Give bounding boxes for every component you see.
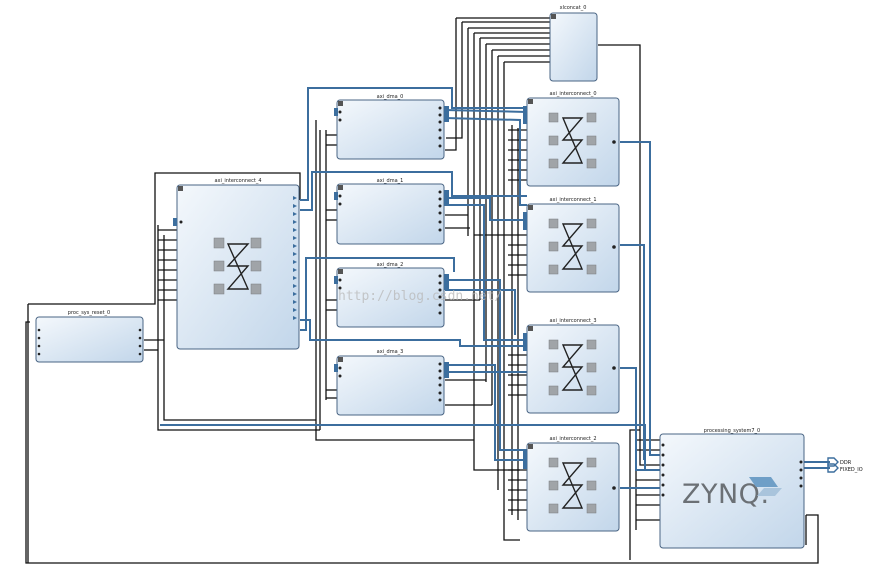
block-axi_dma_0[interactable]: axi_dma_0 (336, 94, 445, 160)
block-label: axi_dma_2 (377, 262, 404, 268)
block-label: proc_sys_reset_0 (68, 310, 110, 316)
block-label: axi_dma_3 (377, 349, 404, 355)
block-label: axi_dma_1 (377, 178, 404, 184)
interconnect-4-master-ports (293, 196, 297, 320)
block-status-icon (528, 444, 533, 449)
interconnect-icon (213, 237, 262, 295)
block-axi_dma_1[interactable]: axi_dma_1 (336, 178, 445, 245)
block-proc_sys_reset_0[interactable]: proc_sys_reset_0 (35, 310, 144, 363)
block-axi_interconnect_2[interactable]: axi_interconnect_2 (526, 436, 620, 532)
block-axi_interconnect_1[interactable]: axi_interconnect_1 (526, 197, 620, 293)
block-processing_system7_0[interactable]: processing_system7_0 ZYNQ. (659, 428, 805, 549)
interconnect-icon (548, 112, 597, 169)
block-label: axi_interconnect_1 (549, 197, 596, 203)
axi-bus-nets (160, 87, 830, 489)
block-status-icon (551, 14, 556, 19)
block-label: xlconcat_0 (560, 5, 587, 11)
block-status-icon (338, 357, 343, 362)
block-axi_interconnect_3[interactable]: axi_interconnect_3 (526, 318, 620, 414)
block-axi_dma_3[interactable]: axi_dma_3 (336, 349, 445, 416)
block-axi_interconnect_4[interactable]: axi_interconnect_4 (176, 178, 300, 350)
port-label: DDR (840, 460, 852, 466)
interconnect-icon (548, 457, 597, 514)
block-xlconcat_0[interactable]: xlconcat_0 (549, 5, 598, 82)
block-status-icon (528, 205, 533, 210)
external-port-ddr[interactable]: DDR (827, 457, 852, 467)
block-axi_dma_2[interactable]: axi_dma_2 (336, 262, 445, 328)
interconnect-icon (548, 339, 597, 396)
block-status-icon (528, 326, 533, 331)
clock-reset-nets (25, 17, 819, 564)
block-status-icon (528, 99, 533, 104)
interconnect-icon (548, 218, 597, 275)
block-axi_interconnect_0[interactable]: axi_interconnect_0 (526, 91, 620, 187)
block-label: axi_interconnect_2 (549, 436, 596, 442)
interconnect-slave-ports (173, 106, 527, 469)
port-markers (37, 106, 803, 497)
block-status-icon (338, 269, 343, 274)
block-label: axi_interconnect_4 (214, 178, 261, 184)
block-label: axi_interconnect_0 (549, 91, 596, 97)
zynq-logo-icon (749, 477, 782, 496)
block-label: axi_interconnect_3 (549, 318, 596, 324)
block-status-icon (178, 186, 183, 191)
external-port-fixed_io[interactable]: FIXED_IO (827, 463, 863, 473)
port-label: FIXED_IO (840, 467, 863, 473)
block-label: processing_system7_0 (704, 428, 760, 434)
block-status-icon (338, 185, 343, 190)
block-label: axi_dma_0 (377, 94, 404, 100)
block-status-icon (338, 101, 343, 106)
watermark-text: http://blog.csdn.net/ (338, 289, 502, 304)
